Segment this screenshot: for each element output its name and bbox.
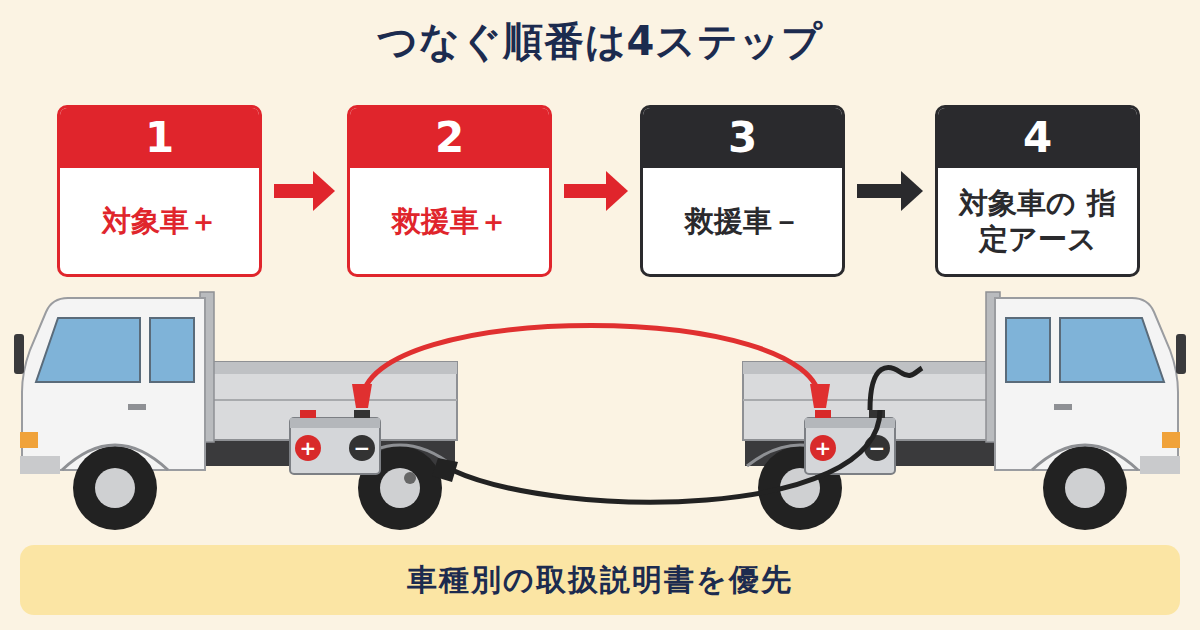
terminal-mark: −: [351, 437, 373, 459]
step-box: 4 対象車の 指定アース: [935, 105, 1140, 277]
step-box: 3 救援車－: [640, 105, 845, 277]
step-arrow: [857, 171, 923, 211]
step-label: 救援車－: [660, 203, 825, 239]
step-box: 1 対象車＋: [57, 105, 262, 277]
step-label: 対象車の 指定アース: [955, 185, 1120, 258]
terminal-mark: −: [866, 437, 888, 459]
step-label: 救援車＋: [367, 203, 532, 239]
caption-band: 車種別の取扱説明書を優先: [20, 545, 1180, 615]
step-arrow: [564, 171, 628, 211]
step-arrow: [274, 171, 335, 211]
terminal-mark: +: [812, 437, 834, 459]
step-number: 4: [938, 108, 1137, 168]
diagram-title: つなぐ順番は4ステップ: [0, 14, 1200, 69]
step-number: 2: [350, 108, 549, 168]
step-label: 対象車＋: [77, 203, 242, 239]
step-number: 1: [60, 108, 259, 168]
step-box: 2 救援車＋: [347, 105, 552, 277]
step-number: 3: [643, 108, 842, 168]
terminal-mark: +: [297, 437, 319, 459]
